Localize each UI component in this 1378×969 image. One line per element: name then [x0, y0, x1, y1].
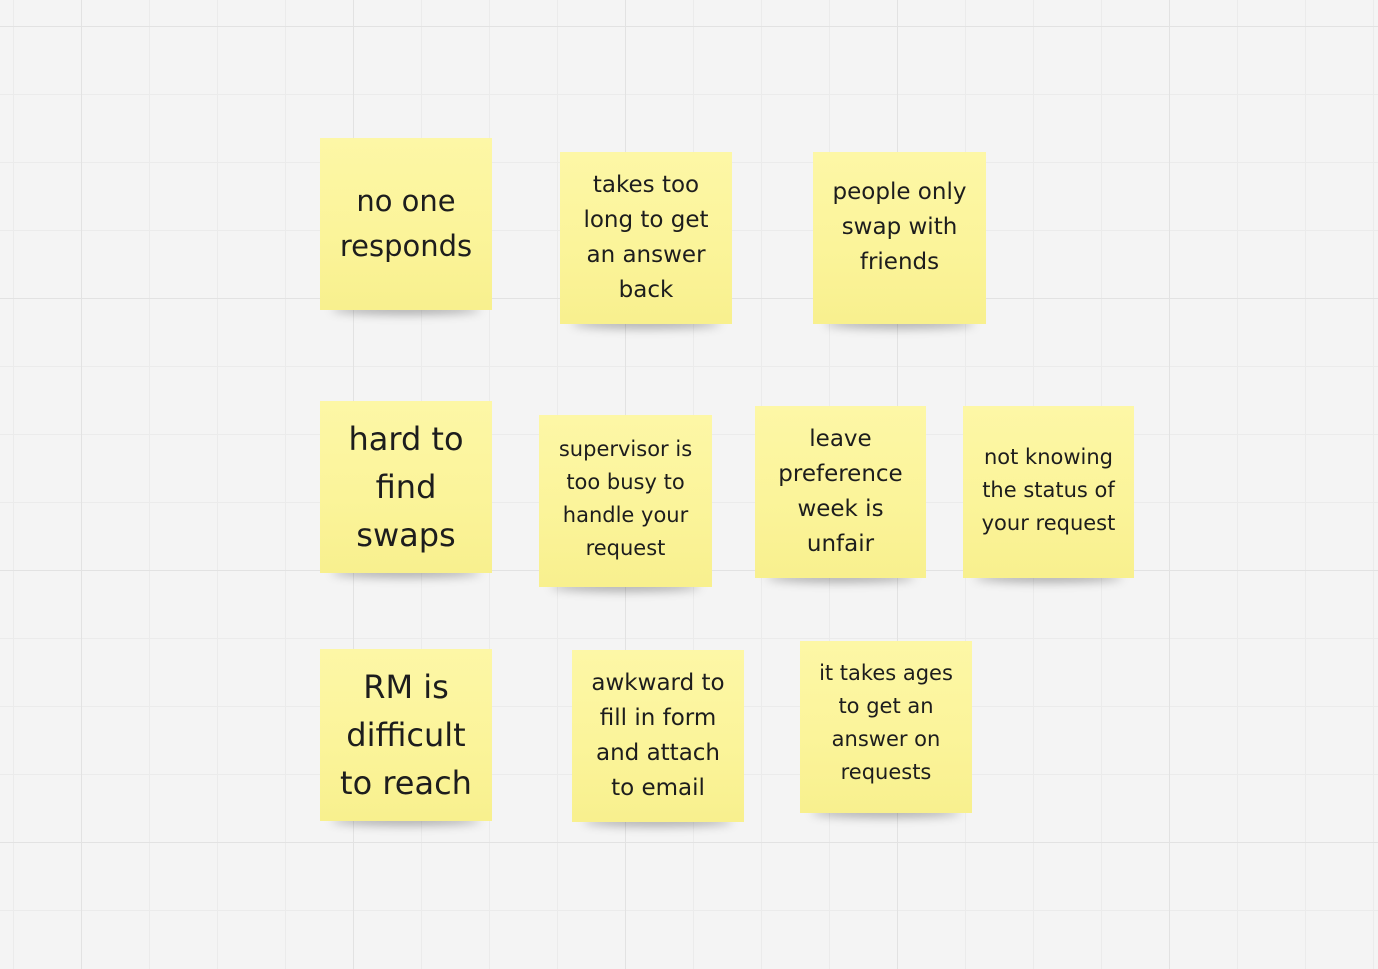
sticky-note-hard-to-find-swaps[interactable]: hard to find swaps [320, 401, 492, 573]
sticky-note-text: leave preference week is unfair [778, 426, 903, 557]
sticky-note-text: awkward to fill in form and attach to em… [591, 670, 725, 801]
sticky-note-takes-ages[interactable]: it takes ages to get an answer on reques… [800, 641, 972, 813]
sticky-note-text: RM is difficult to reach [340, 668, 472, 802]
sticky-note-text: supervisor is too busy to handle your re… [558, 436, 693, 560]
sticky-note-people-only-swap[interactable]: people only swap with friends [813, 152, 986, 324]
sticky-note-rm-difficult-to-reach[interactable]: RM is difficult to reach [320, 649, 492, 821]
sticky-note-leave-preference-week[interactable]: leave preference week is unfair [755, 406, 926, 578]
sticky-note-not-knowing-status[interactable]: not knowing the status of your request [963, 406, 1134, 578]
sticky-note-text: it takes ages to get an answer on reques… [819, 661, 953, 784]
sticky-note-awkward-to-fill-form[interactable]: awkward to fill in form and attach to em… [572, 650, 744, 822]
sticky-note-text: not knowing the status of your request [981, 444, 1116, 535]
sticky-note-text: hard to find swaps [348, 420, 464, 554]
sticky-note-text: people only swap with friends [832, 178, 967, 275]
sticky-note-text: takes too long to get an answer back [583, 172, 709, 303]
sticky-note-supervisor-too-busy[interactable]: supervisor is too busy to handle your re… [539, 415, 712, 587]
sticky-note-no-one-responds[interactable]: no one responds [320, 138, 492, 310]
sticky-note-text: no one responds [339, 184, 473, 263]
sticky-note-takes-too-long[interactable]: takes too long to get an answer back [560, 152, 732, 324]
